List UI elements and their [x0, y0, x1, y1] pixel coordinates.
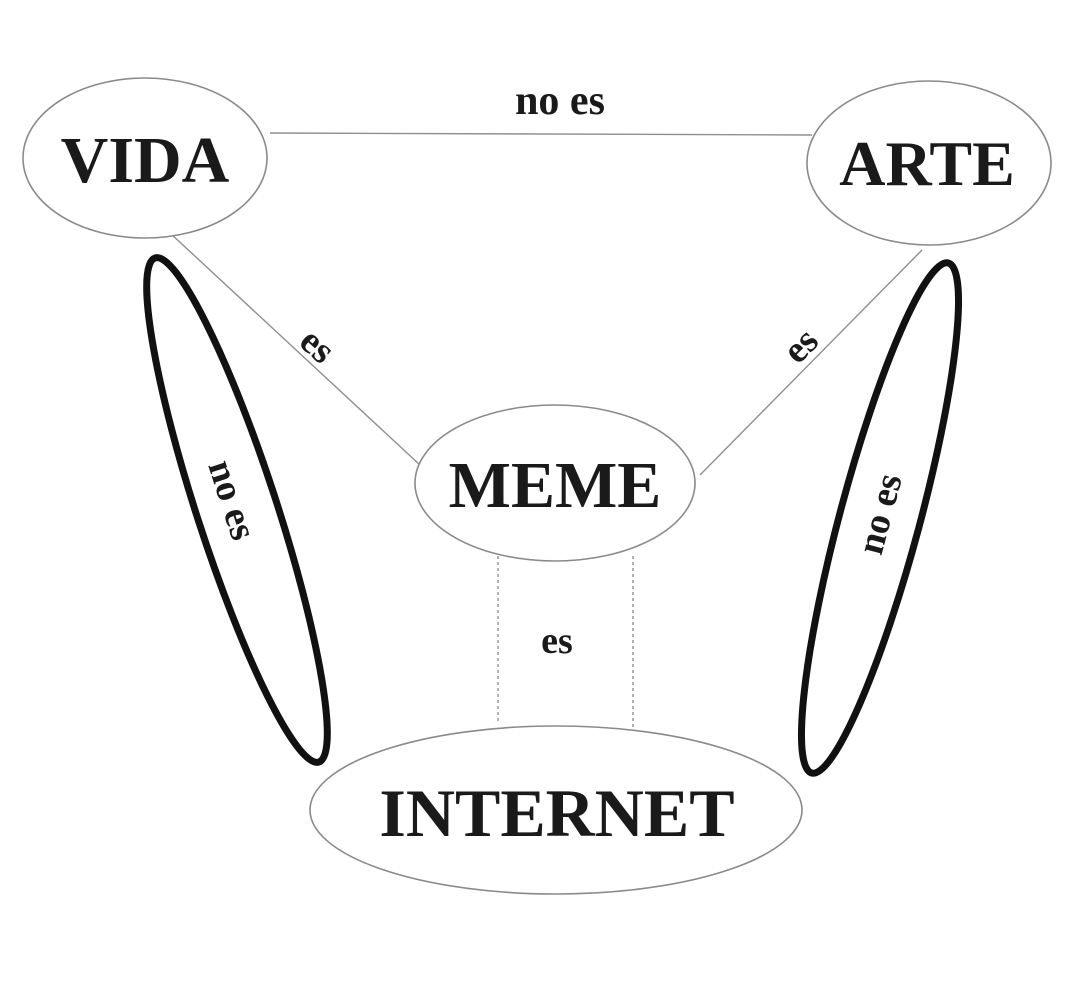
node-arte	[806, 80, 1052, 246]
edge-label-arte-meme: es	[775, 320, 827, 372]
edge-label-meme-internet: es	[541, 620, 573, 662]
node-meme	[414, 404, 696, 562]
node-label-arte: ARTE	[839, 128, 1015, 199]
edge-line-vida-arte	[269, 132, 813, 136]
node-label-meme: MEME	[449, 449, 662, 522]
edge-label-vida-arte: no es	[515, 78, 605, 124]
node-internet	[309, 725, 803, 895]
edge-capsule-arte-internet	[798, 259, 962, 777]
edge-label-vida-meme: es	[292, 320, 344, 372]
node-label-vida: VIDA	[61, 124, 230, 197]
edge-line-arte-meme	[699, 249, 923, 476]
edge-line-vida-meme	[169, 232, 421, 466]
node-label-internet: INTERNET	[379, 775, 734, 851]
node-vida	[22, 77, 268, 239]
edge-capsule-vida-internet	[143, 254, 331, 766]
